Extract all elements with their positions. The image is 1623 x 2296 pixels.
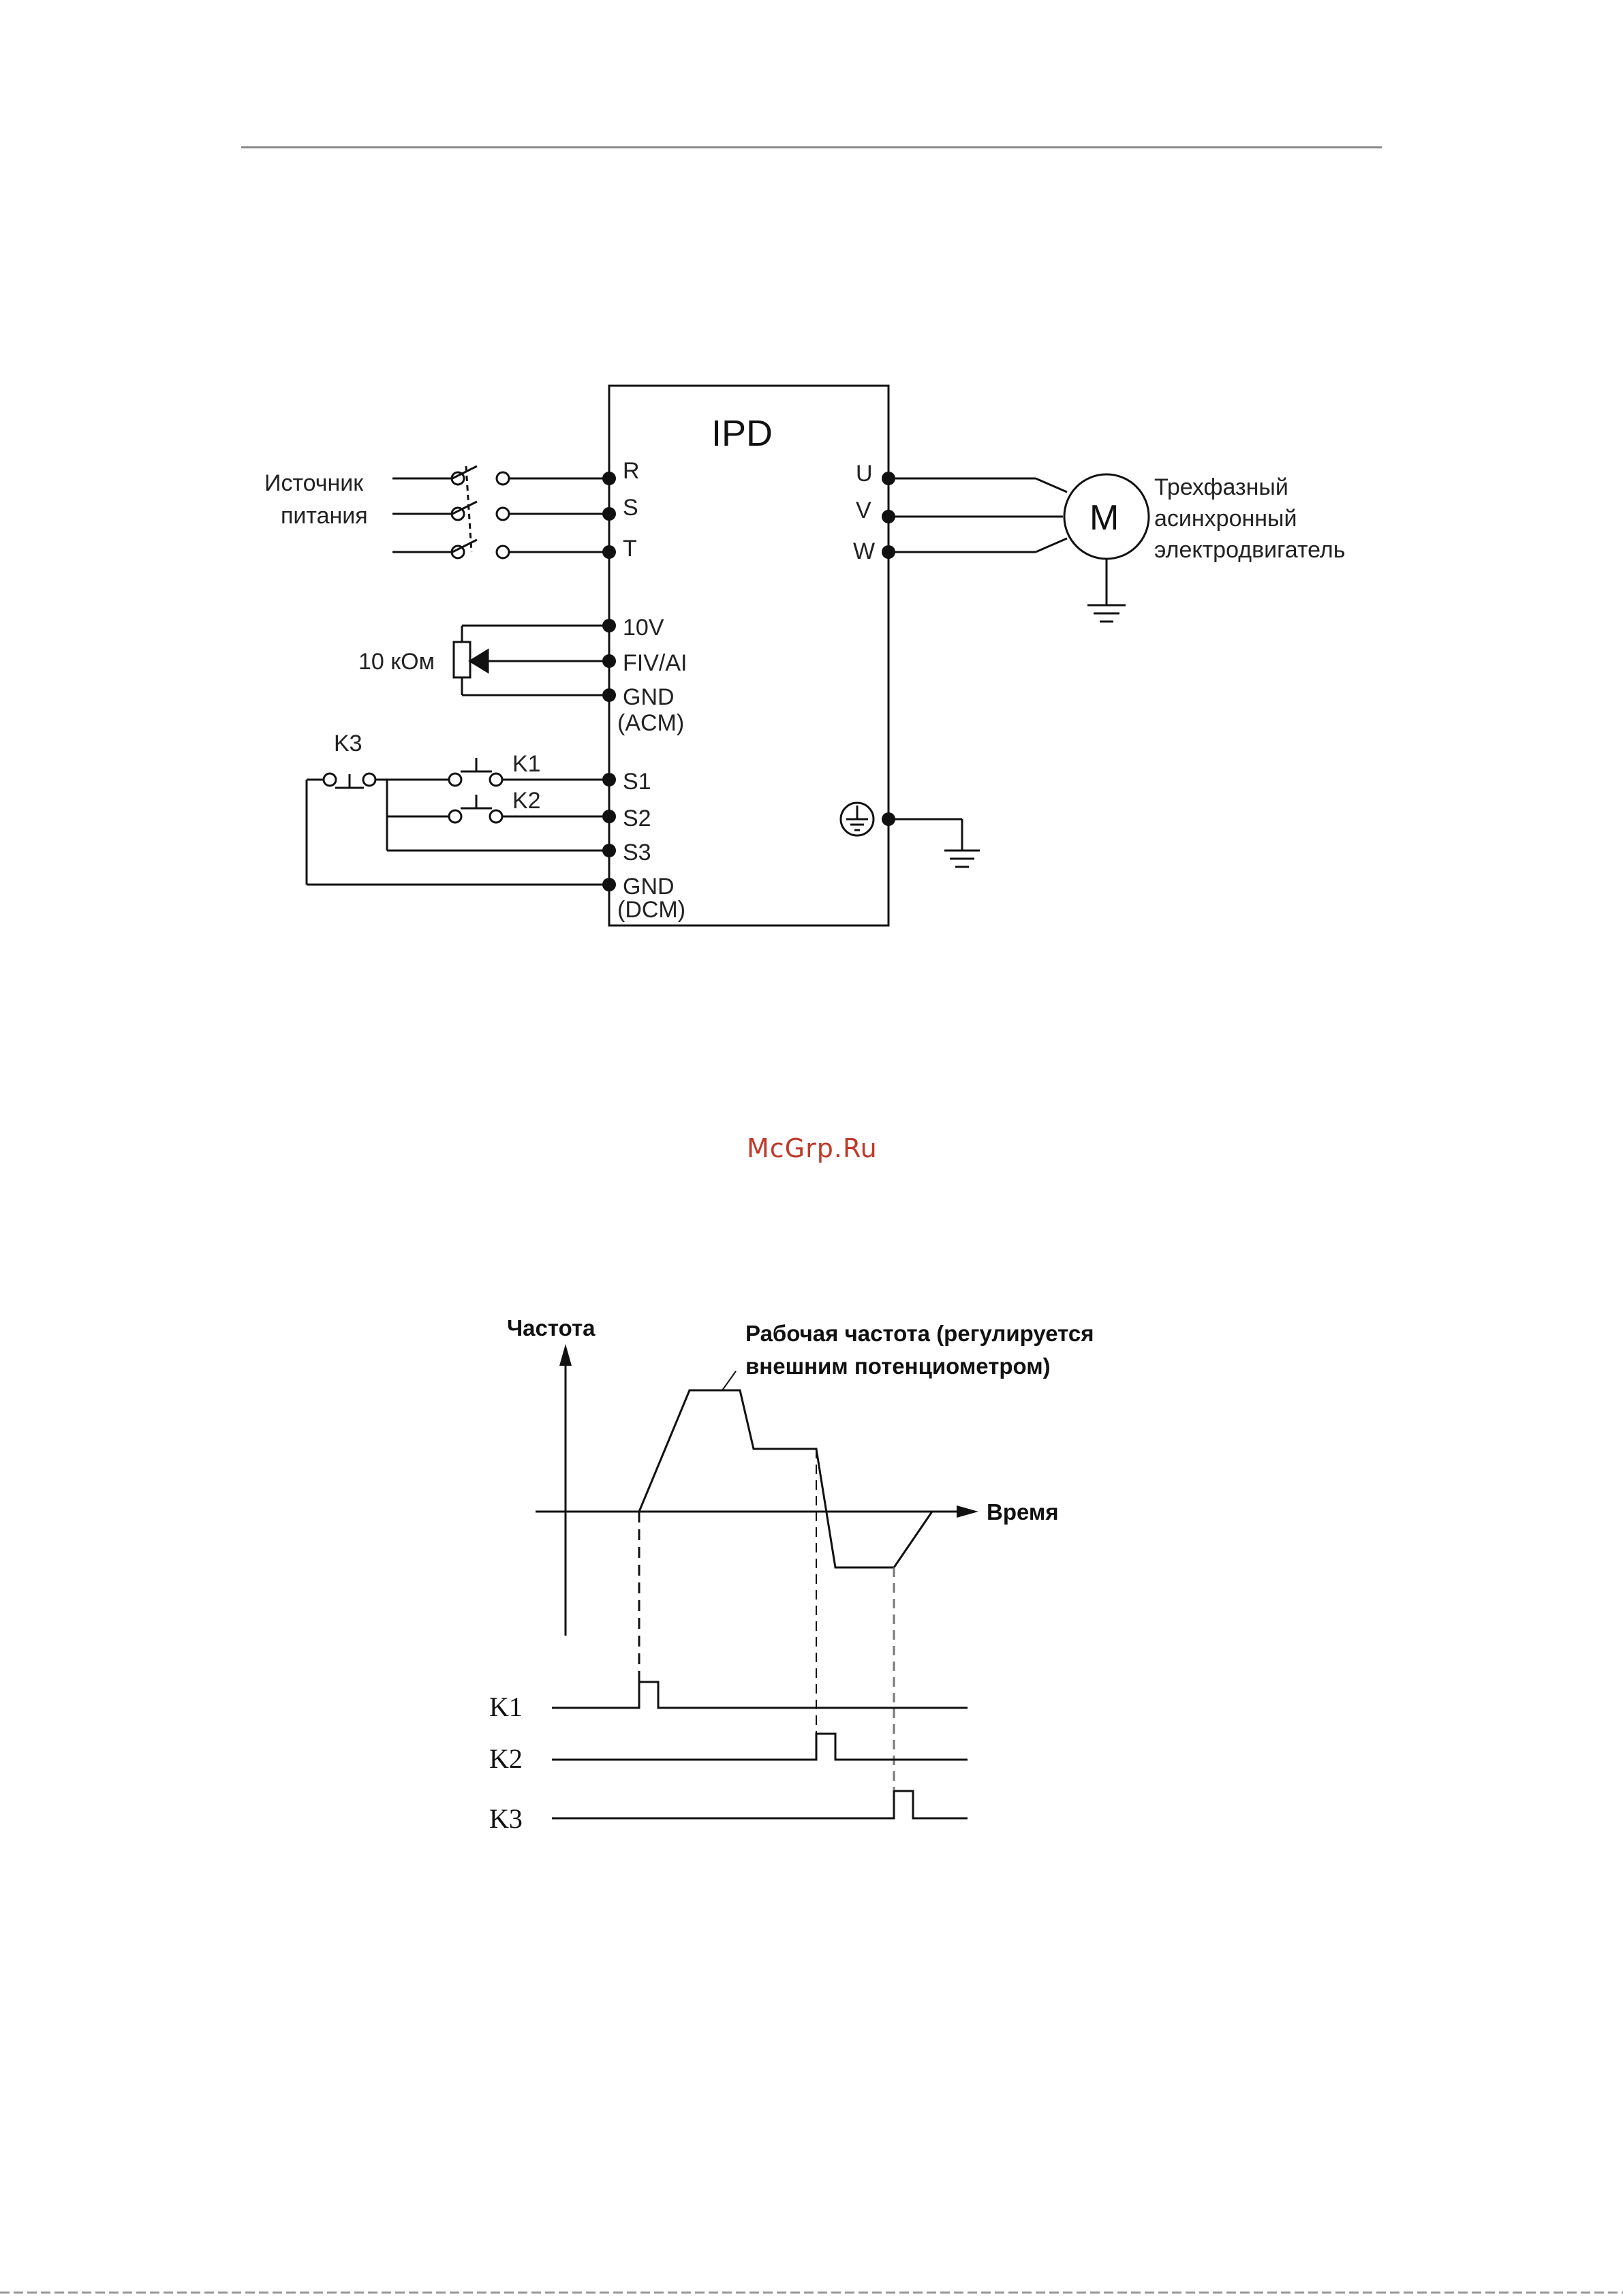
terminal-dcm-note: (DCM) (617, 897, 685, 923)
signal-k3-label: K3 (489, 1803, 523, 1834)
terminal-r: R (623, 458, 640, 484)
annotation-leader (722, 1371, 736, 1390)
x-axis-arrow (957, 1505, 978, 1518)
motor-label-2: асинхронный (1154, 506, 1297, 532)
switch-k2-label: K2 (512, 788, 541, 814)
watermark: McGrp.Ru (747, 1133, 878, 1163)
terminal-10v: 10V (623, 615, 664, 641)
y-axis-label: Частота (507, 1315, 596, 1341)
power-source-label-2: питания (281, 503, 368, 529)
terminal-gnd-dcm: GND (623, 874, 675, 900)
k2-trace (552, 1734, 968, 1760)
frequency-curve (639, 1390, 932, 1567)
signal-k2-label: K2 (489, 1743, 523, 1774)
switch-k1-label: K1 (512, 751, 541, 777)
terminal-s1: S1 (623, 769, 651, 795)
y-axis-arrow (559, 1344, 572, 1366)
power-source-label-1: Источник (264, 470, 364, 496)
annotation-line-1: Рабочая частота (регулируется (745, 1321, 1094, 1346)
terminal-fiv-ai: FIV/AI (623, 650, 687, 676)
potentiometer-label: 10 кОм (358, 649, 435, 675)
terminal-w: W (853, 538, 875, 564)
terminal-acm-note: (ACM) (617, 710, 684, 736)
motor-label-3: электродвигатель (1154, 537, 1345, 563)
device-title: IPD (711, 413, 773, 454)
terminal-s3: S3 (623, 840, 651, 866)
terminal-t: T (623, 536, 637, 562)
k1-trace (552, 1682, 968, 1708)
terminal-s: S (623, 495, 638, 521)
switch-k3-label: K3 (334, 731, 362, 756)
motor-label-1: Трехфазный (1154, 474, 1288, 500)
motor-symbol: M (1089, 498, 1119, 538)
annotation-line-2: внешним потенциометром) (745, 1353, 1051, 1379)
terminal-v: V (856, 498, 871, 523)
k3-trace (552, 1791, 968, 1818)
terminal-u: U (856, 461, 873, 487)
x-axis-label: Время (987, 1499, 1059, 1525)
timing-chart (536, 1344, 978, 1818)
signal-k1-label: K1 (489, 1692, 523, 1722)
terminal-gnd-acm: GND (623, 684, 675, 710)
terminal-s2: S2 (623, 806, 651, 831)
